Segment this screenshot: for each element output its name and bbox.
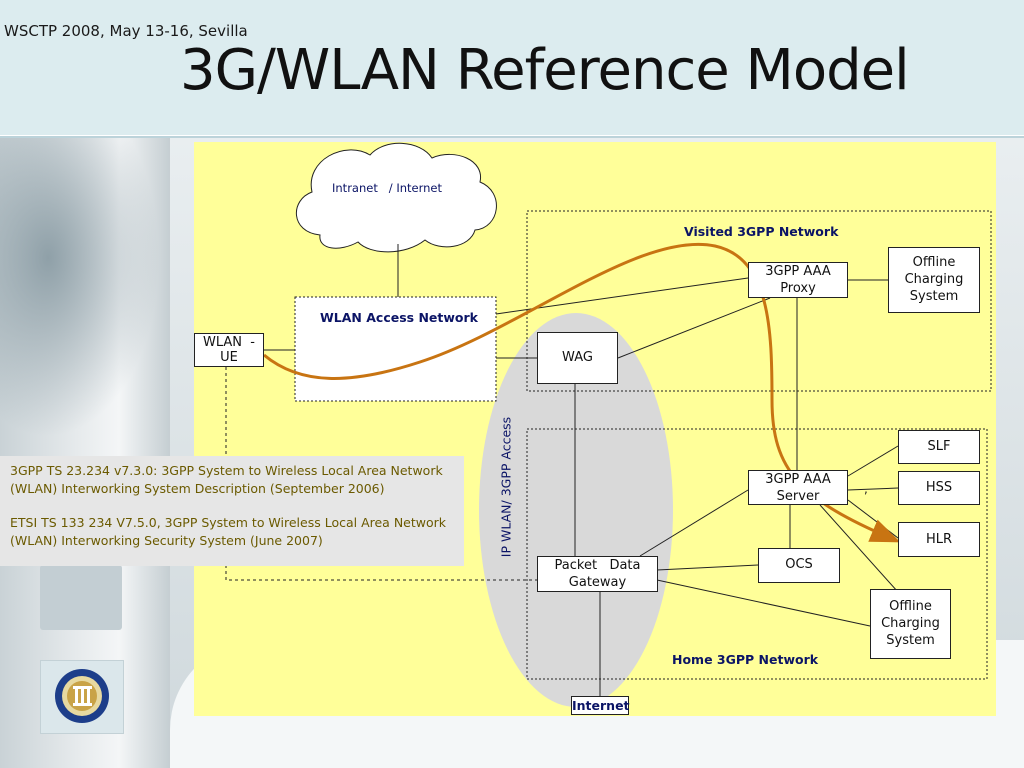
cloud-label: Intranet / Internet	[332, 181, 442, 195]
wag-box: WAG	[537, 332, 618, 384]
packet-data-gateway-box: Packet Data Gateway	[537, 556, 658, 592]
visited-network-label: Visited 3GPP Network	[684, 224, 839, 239]
authentication-path	[263, 242, 901, 543]
ip-access-label: IP WLAN/ 3GPP Access	[498, 416, 514, 558]
internet-box: Internet	[571, 696, 630, 715]
wlan-access-network-box	[294, 296, 497, 402]
offline-charging-home-box: Offline Charging System	[870, 589, 951, 659]
conference-label: WSCTP 2008, May 13-16, Sevilla	[4, 22, 248, 40]
wlan-ue-box: WLAN - UE	[194, 333, 264, 367]
aaa-server-box: 3GPP AAA Server	[748, 470, 848, 505]
decorative-block	[40, 565, 122, 630]
seal-icon	[55, 669, 109, 723]
reference-1: 3GPP TS 23.234 v7.3.0: 3GPP System to Wi…	[10, 463, 443, 496]
home-network-label: Home 3GPP Network	[672, 652, 819, 667]
offline-charging-visited-box: Offline Charging System	[888, 247, 980, 313]
hlr-box: HLR	[898, 522, 980, 557]
references-panel: 3GPP TS 23.234 v7.3.0: 3GPP System to Wi…	[0, 456, 464, 566]
slf-box: SLF	[898, 430, 980, 464]
slide-title: 3G/WLAN Reference Model	[180, 38, 910, 103]
reference-2: ETSI TS 133 234 V7.5.0, 3GPP System to W…	[10, 515, 447, 548]
wlan-access-network-label: WLAN Access Network	[320, 310, 478, 325]
header-divider	[0, 136, 1024, 138]
cloud-shape	[296, 142, 497, 253]
ocs-box: OCS	[758, 548, 840, 583]
hss-box: HSS	[898, 471, 980, 505]
visited-network-boundary	[526, 210, 992, 392]
home-network-boundary	[526, 428, 988, 680]
aaa-proxy-box: 3GPP AAA Proxy	[748, 262, 848, 298]
university-logo	[40, 660, 124, 734]
stray-comma: ,	[864, 482, 868, 496]
